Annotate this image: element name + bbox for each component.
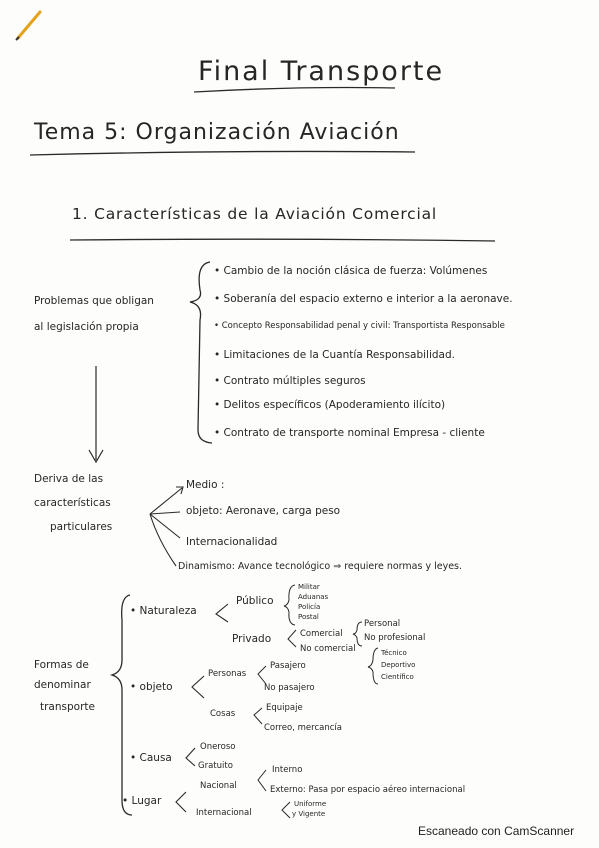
problema-item: • Soberanía del espacio externo e interi… <box>214 293 513 305</box>
arrow-internacionalidad <box>149 513 181 539</box>
lugar-label: • Lugar <box>122 795 162 807</box>
naturaleza-label: • Naturaleza <box>130 605 197 617</box>
publico-item: Postal <box>298 613 319 621</box>
deriva-dinamismo: Dinamismo: Avance tecnológico ⇒ requiere… <box>178 561 463 572</box>
personas-item: No pasajero <box>264 683 315 693</box>
down-arrow-head <box>88 449 104 464</box>
personal-label: Personal <box>364 619 401 629</box>
nc-item: Técnico <box>381 649 407 657</box>
arrow-dinamismo <box>149 513 177 567</box>
causa-item: Oneroso <box>200 742 236 752</box>
formas-label-line1: Formas de <box>34 659 89 671</box>
internacional-item: Uniforme <box>294 800 327 808</box>
objeto-label: • objeto <box>130 681 173 693</box>
naturaleza-branch <box>215 603 229 623</box>
problema-item: • Limitaciones de la Cuantía Responsabil… <box>214 349 455 361</box>
publico-label: Público <box>236 595 274 607</box>
nc-item: Científico <box>381 673 414 681</box>
pencil-doodle-icon <box>15 10 42 41</box>
deriva-label-line1: Deriva de las <box>34 473 104 485</box>
deriva-medio: Medio : <box>186 479 225 491</box>
deriva-internacionalidad: Internacionalidad <box>186 536 278 548</box>
publico-item: Aduanas <box>298 593 329 601</box>
title-underline <box>193 86 396 93</box>
cosas-label: Cosas <box>210 709 236 719</box>
problema-item: • Contrato de transporte nominal Empresa… <box>214 427 485 439</box>
no-profesional-label: No profesional <box>364 633 426 643</box>
causa-label: • Causa <box>130 752 172 764</box>
formas-brace <box>109 594 133 816</box>
nacional-item: Interno <box>272 765 303 775</box>
arrow-medio <box>149 487 183 515</box>
deriva-label-line2: características <box>34 497 111 509</box>
problemas-label-line2: al legislación propia <box>34 321 139 333</box>
problema-item: • Delitos específicos (Apoderamiento ilí… <box>214 399 446 411</box>
publico-item: Militar <box>298 583 320 591</box>
nacional-item: Externo: Pasa por espacio aéreo internac… <box>270 785 466 795</box>
cosas-item: Equipaje <box>266 703 303 713</box>
problema-item: • Contrato múltiples seguros <box>214 375 366 387</box>
deriva-label-line3: particulares <box>50 521 113 533</box>
privado-label: Privado <box>232 633 272 645</box>
comercial-label: Comercial <box>300 629 343 639</box>
publico-brace <box>283 584 296 626</box>
nc-item: Deportivo <box>381 661 416 669</box>
no-comercial-label: No comercial <box>300 644 356 654</box>
problemas-label-line1: Problemas que obligan <box>34 295 154 307</box>
problema-item: • Cambio de la noción clásica de fuerza:… <box>214 265 488 277</box>
cosas-item: Correo, mercancía <box>264 723 342 733</box>
personas-label: Personas <box>208 669 247 679</box>
publico-item: Policía <box>298 603 321 611</box>
section-underline <box>69 238 496 242</box>
problema-item: • Concepto Responsabilidad penal y civil… <box>214 321 505 331</box>
scanner-watermark: Escaneado con CamScanner <box>418 824 575 838</box>
personas-item: Pasajero <box>270 661 306 671</box>
deriva-objeto: objeto: Aeronave, carga peso <box>186 505 341 517</box>
internacional-label: Internacional <box>196 808 252 818</box>
formas-label-line2: denominar <box>34 679 91 691</box>
formas-label-line3: transporte <box>40 701 95 713</box>
problemas-brace <box>189 261 213 444</box>
notes-title: Final Transporte <box>198 56 445 87</box>
internacional-item: y Vigente <box>292 810 326 818</box>
nacional-label: Nacional <box>200 781 237 791</box>
tema-heading: Tema 5: Organización Aviación <box>34 120 400 145</box>
arrow-objeto <box>149 511 181 515</box>
section-heading: 1. Características de la Aviación Comerc… <box>72 205 437 223</box>
causa-item: Gratuito <box>198 761 233 771</box>
tema-underline <box>29 150 416 156</box>
